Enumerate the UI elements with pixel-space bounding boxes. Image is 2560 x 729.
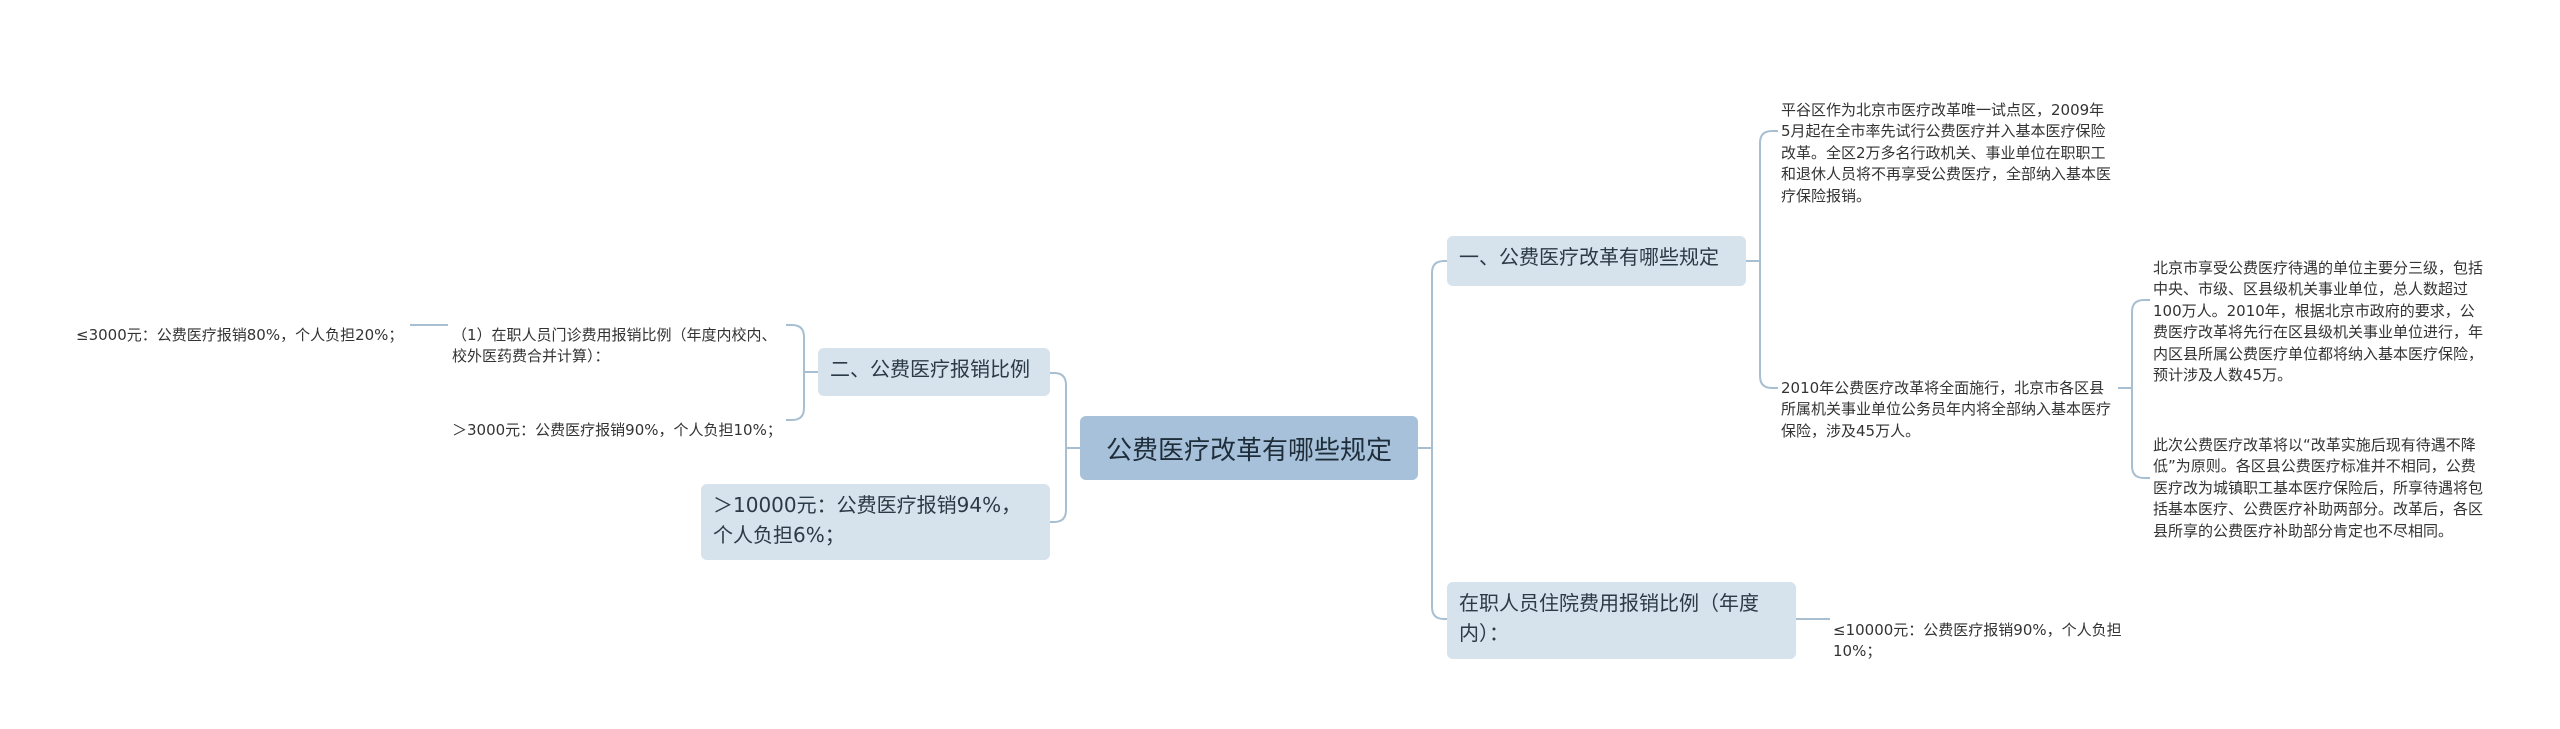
topic-reform-rules[interactable]: 一、公费医疗改革有哪些规定 (1447, 236, 1746, 286)
topic-inpatient-ratio[interactable]: 在职人员住院费用报销比例（年度内）： (1447, 582, 1796, 659)
connector-left-up (1050, 372, 1067, 448)
connector-b1-up (1759, 130, 1778, 261)
connector-left-down (1050, 448, 1067, 523)
leaf-2010-reform: 2010年公费医疗改革将全面施行，北京市各区县所属机关事业单位公务员年内将全部纳… (1781, 378, 2112, 440)
topic-reform-rules-label: 一、公费医疗改革有哪些规定 (1459, 245, 1719, 269)
leaf-outpatient-ratio: （1）在职人员门诊费用报销比例（年度内校内、校外医药费合并计算）： (452, 325, 777, 366)
leaf-outpatient-3000: ≤3000元：公费医疗报销80%，个人负担20%； (76, 325, 404, 344)
connector-right-trunk-lower (1431, 448, 1447, 620)
connector-lb1-up (786, 324, 805, 372)
leaf-outpatient-over-3000: ＞3000元：公费医疗报销90%，个人负担10%； (452, 420, 782, 439)
connector-right-trunk (1431, 260, 1447, 448)
connector-b1-down (1759, 261, 1778, 389)
leaf-beijing-units: 北京市享受公费医疗待遇的单位主要分三级，包括中央、市级、区县级机关事业单位，总人… (2153, 258, 2484, 385)
topic-over-10000-label: ＞10000元：公费医疗报销94%，个人负担6%； (713, 493, 1022, 547)
root-topic-label: 公费医疗改革有哪些规定 (1105, 435, 1392, 466)
topic-reimbursement-ratio[interactable]: 二、公费医疗报销比例 (818, 348, 1050, 396)
topic-over-10000[interactable]: ＞10000元：公费医疗报销94%，个人负担6%； (701, 484, 1050, 560)
connector-lb1-down (786, 372, 805, 421)
connector-c2-down (2131, 388, 2150, 479)
topic-reimbursement-ratio-label: 二、公费医疗报销比例 (830, 357, 1030, 381)
topic-inpatient-ratio-label: 在职人员住院费用报销比例（年度内）： (1459, 591, 1759, 645)
connector-c2-up (2131, 299, 2150, 388)
root-topic[interactable]: 公费医疗改革有哪些规定 (1080, 416, 1418, 480)
leaf-inpatient-10000: ≤10000元：公费医疗报销90%，个人负担10%； (1833, 620, 2122, 661)
leaf-pinggu-pilot: 平谷区作为北京市医疗改革唯一试点区，2009年5月起在全市率先试行公费医疗并入基… (1781, 100, 2112, 205)
leaf-benefits-principle: 此次公费医疗改革将以“改革实施后现有待遇不降低”为原则。各区县公费医疗标准并不相… (2153, 435, 2484, 540)
